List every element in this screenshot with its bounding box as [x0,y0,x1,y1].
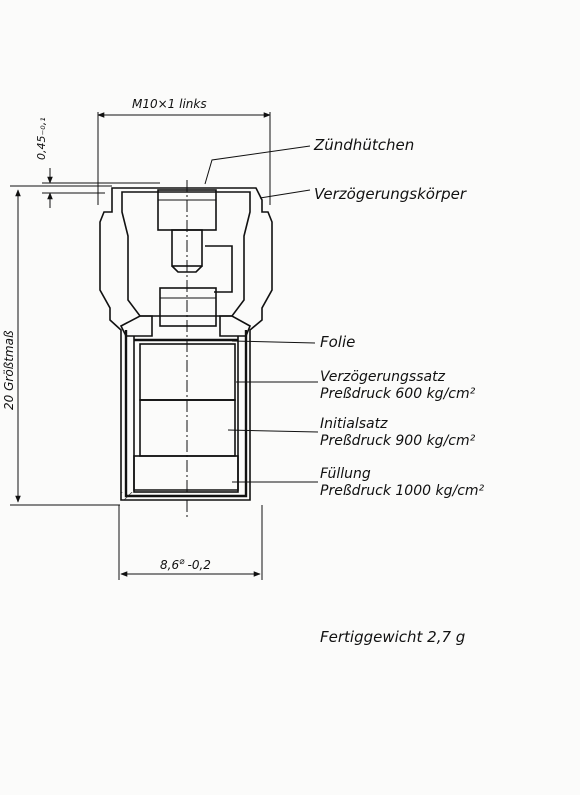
label-initial-charge-pressure: Preßdruck 900 kg/cm² [320,433,476,449]
diameter-value: 8,6⌀-0,2 [160,557,211,572]
label-filling: Füllung [320,466,371,482]
diameter-dimension [118,505,263,580]
label-delay-body: Verzögerungskörper [314,185,467,203]
thread-dimension-label: M10×1 links [132,97,207,111]
filling-charge [133,455,239,493]
offset-dimension-label: 0,45₋₀,₁ [35,117,48,160]
label-primer: Zündhütchen [313,136,414,154]
seal-ring-left [119,315,153,337]
thread-dimension [97,112,271,205]
label-initial-charge: Initialsatz [320,416,388,432]
leader-lines [204,145,319,483]
offset-dimension [42,168,160,208]
length-dimension-label: 20 Größtmaß [2,330,16,410]
detonator-body [99,180,273,520]
label-delay-charge-pressure: Preßdruck 600 kg/cm² [320,386,476,402]
seal-ring-right [219,315,252,337]
label-filling-pressure: Preßdruck 1000 kg/cm² [320,483,485,499]
finished-weight: Fertiggewicht 2,7 g [320,628,465,646]
length-dimension [10,185,120,506]
label-delay-charge: Verzögerungssatz [320,369,446,385]
label-foil: Folie [320,333,355,351]
